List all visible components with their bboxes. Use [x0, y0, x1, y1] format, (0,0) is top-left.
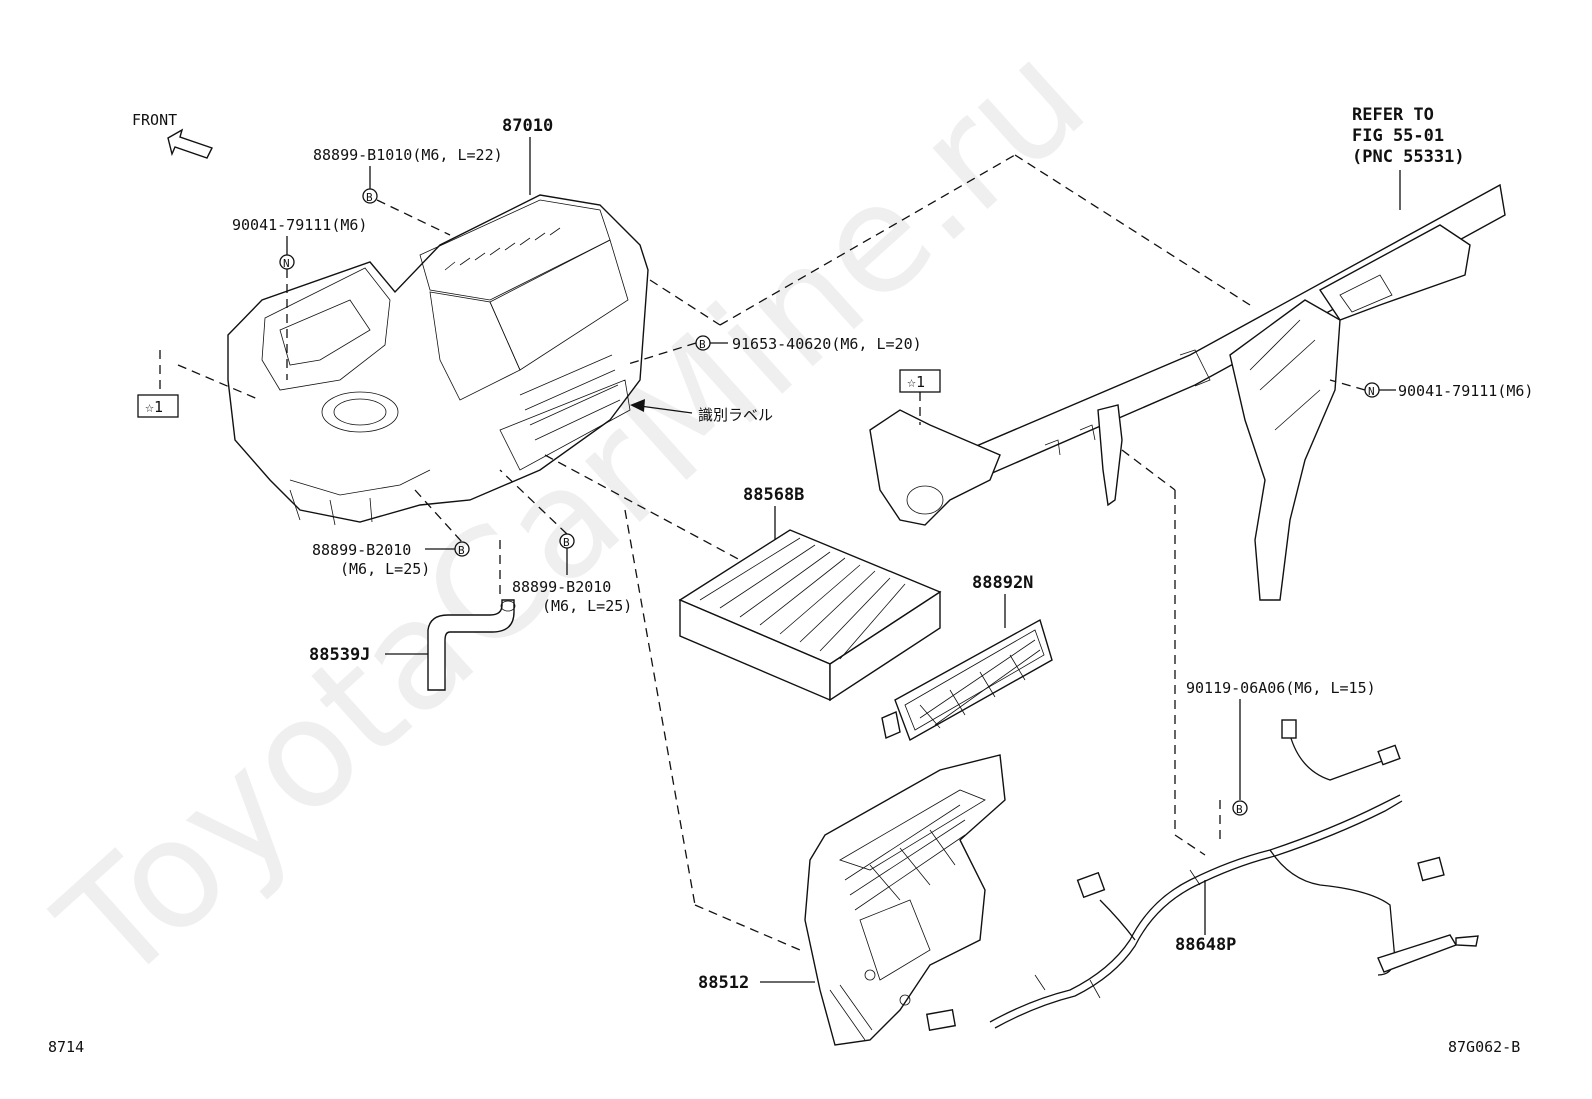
footer-left-code: 8714 — [48, 1038, 84, 1056]
callout-90041-79111-right: 90041-79111(M6) — [1398, 382, 1533, 400]
star1-right: ☆1 — [907, 373, 925, 391]
callout-90119-06a06: 90119-06A06(M6, L=15) — [1186, 679, 1376, 697]
svg-text:N: N — [1368, 385, 1375, 398]
callout-90041-79111-left: 90041-79111(M6) — [232, 216, 367, 234]
heater-unit-87010 — [227, 194, 649, 526]
panel-reinforcement — [869, 183, 1506, 601]
filter-housing-88512 — [804, 754, 1006, 1046]
callout-88648p: 88648P — [1175, 935, 1236, 955]
symbol-b-icon — [1232, 800, 1248, 816]
symbol-b-icon — [454, 541, 470, 557]
front-label: FRONT — [132, 111, 177, 129]
callout-87010: 87010 — [502, 116, 553, 136]
callout-88892n: 88892N — [972, 573, 1033, 593]
callout-88568b: 88568B — [743, 485, 804, 505]
filter-88568b — [678, 529, 942, 702]
front-arrow-icon — [167, 128, 213, 159]
footer-right-code: 87G062-B — [1448, 1038, 1520, 1056]
star1-left: ☆1 — [145, 398, 163, 416]
svg-text:B: B — [458, 544, 465, 557]
svg-text:B: B — [366, 191, 373, 204]
refer-line-3: (PNC 55331) — [1352, 147, 1465, 167]
callout-88899-b2010-b-spec: (M6, L=25) — [542, 597, 632, 615]
wire-harness-88648p — [925, 719, 1479, 1031]
id-label-text: 識別ラベル — [698, 406, 773, 424]
svg-text:B: B — [1236, 803, 1243, 816]
drain-hose-88539j — [427, 599, 516, 691]
callout-88539j: 88539J — [309, 645, 370, 665]
svg-text:B: B — [699, 338, 706, 351]
svg-text:N: N — [283, 257, 290, 270]
callout-88899-b2010-b: 88899-B2010 — [512, 578, 611, 596]
refer-line-2: FIG 55-01 — [1352, 126, 1444, 146]
refer-line-1: REFER TO — [1352, 105, 1434, 125]
callout-88899-b1010: 88899-B1010(M6, L=22) — [313, 146, 503, 164]
star1-left-box — [137, 394, 179, 418]
filter-cover-88892n — [881, 618, 1053, 742]
id-label-arrow-icon — [630, 399, 645, 412]
callout-88899-b2010-a-spec: (M6, L=25) — [340, 560, 430, 578]
callout-91653-40620: 91653-40620(M6, L=20) — [732, 335, 922, 353]
svg-text:B: B — [563, 536, 570, 549]
callout-88512: 88512 — [698, 973, 749, 993]
callout-88899-b2010-a: 88899-B2010 — [312, 541, 411, 559]
